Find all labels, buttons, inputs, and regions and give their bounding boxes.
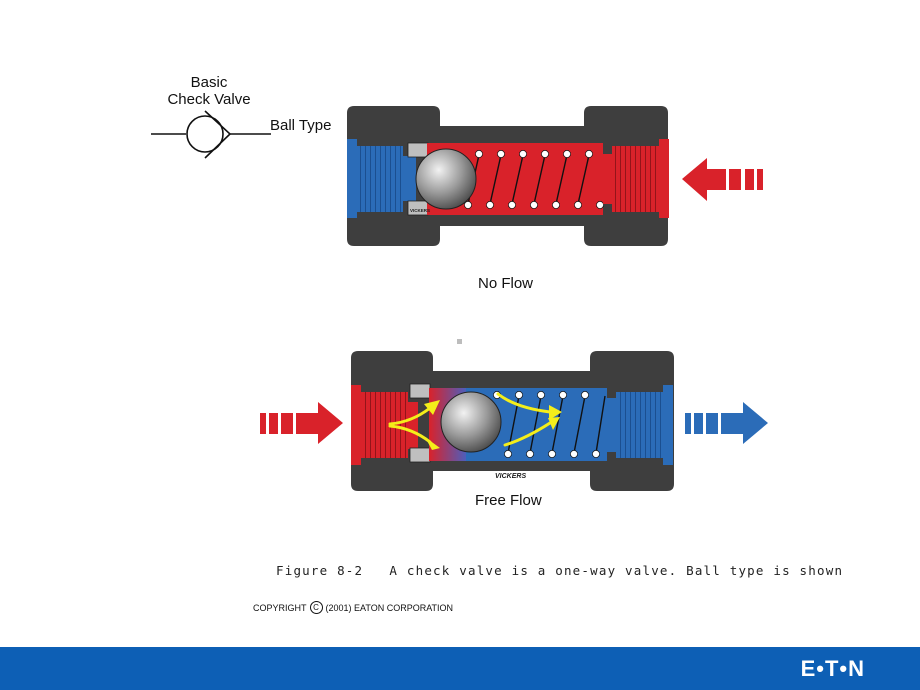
figure-caption: Figure 8-2 A check valve is a one-way va… xyxy=(276,563,844,578)
maker-mark: VICKERS xyxy=(495,473,526,480)
no-flow-valve: VICKERS xyxy=(347,106,669,246)
symbol-title-line2: Check Valve xyxy=(167,91,251,108)
maker-mark-small: VICKERS xyxy=(410,208,430,213)
stray-dot xyxy=(457,339,462,344)
eaton-logo: E•T•N xyxy=(800,656,865,681)
no-flow-label: No Flow xyxy=(478,275,534,292)
footer-bar: E•T•N xyxy=(0,647,920,690)
free-flow-inlet-arrow xyxy=(260,402,343,444)
free-flow-valve: VICKERS xyxy=(351,351,674,491)
copyright-notice: COPYRIGHT C (2001) EATON CORPORATION xyxy=(253,601,453,614)
ball-type-label: Ball Type xyxy=(270,117,332,134)
no-flow-inlet-arrow xyxy=(682,158,763,201)
copyright-text: (2001) EATON CORPORATION xyxy=(325,602,454,613)
copyright-prefix: COPYRIGHT xyxy=(253,602,307,613)
free-flow-label: Free Flow xyxy=(475,492,542,509)
free-flow-outlet-arrow xyxy=(685,402,768,444)
symbol-title: Basic Check Valve xyxy=(150,74,268,108)
symbol-title-line1: Basic xyxy=(190,74,228,91)
check-valve-symbol xyxy=(151,110,271,159)
copyright-icon: C xyxy=(309,601,323,614)
